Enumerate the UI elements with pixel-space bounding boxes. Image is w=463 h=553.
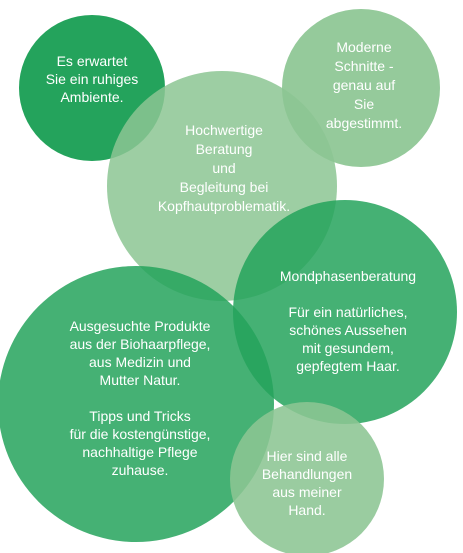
beratung-line: Begleitung bei: [180, 179, 269, 195]
produkte-line: nachhaltige Pflege: [82, 444, 197, 460]
behandlungen-line: Hand.: [288, 502, 325, 518]
schnitte-line: Moderne: [336, 39, 391, 55]
ambiente-line: Ambiente.: [60, 89, 123, 105]
beratung-line: Beratung: [196, 141, 253, 157]
bubble-produkte-text: Ausgesuchte Produkte aus der Biohaarpfleg…: [70, 318, 211, 478]
produkte-line: Tipps und Tricks: [89, 408, 190, 424]
mondphasen-line: gepfegtem Haar.: [296, 358, 400, 374]
schnitte-line: abgestimmt.: [326, 115, 402, 131]
mondphasen-line: schönes Aussehen: [289, 322, 407, 338]
schnitte-line: Sie: [354, 96, 374, 112]
produkte-line: aus der Biohaarpflege,: [70, 336, 211, 352]
behandlungen-line: aus meiner: [272, 484, 342, 500]
produkte-line: zuhause.: [112, 462, 169, 478]
behandlungen-line: Hier sind alle: [267, 448, 348, 464]
produkte-line: Mutter Natur.: [100, 372, 181, 388]
bubble-behandlungen: [230, 402, 384, 553]
mondphasen-line: mit gesundem,: [302, 340, 394, 356]
bubble-schnitte: [282, 9, 440, 167]
bubble-mondphasen: [233, 200, 457, 424]
mondphasen-line: Für ein natürliches,: [288, 304, 407, 320]
beratung-line: und: [212, 160, 235, 176]
beratung-line: Hochwertige: [185, 122, 263, 138]
schnitte-line: Schnitte -: [334, 58, 393, 74]
bubble-produkte: [0, 266, 274, 542]
produkte-line: Ausgesuchte Produkte: [70, 318, 211, 334]
schnitte-line: genau auf: [333, 77, 395, 93]
beratung-line: Kopfhautproblematik.: [158, 198, 290, 214]
mondphasen-line: Mondphasenberatung: [280, 268, 416, 284]
produkte-line: aus Medizin und: [89, 354, 191, 370]
produkte-line: für die kostengünstige,: [70, 426, 211, 442]
ambiente-line: Es erwartet: [57, 53, 128, 69]
behandlungen-line: Behandlungen: [262, 466, 352, 482]
ambiente-line: Sie ein ruhiges: [46, 71, 139, 87]
